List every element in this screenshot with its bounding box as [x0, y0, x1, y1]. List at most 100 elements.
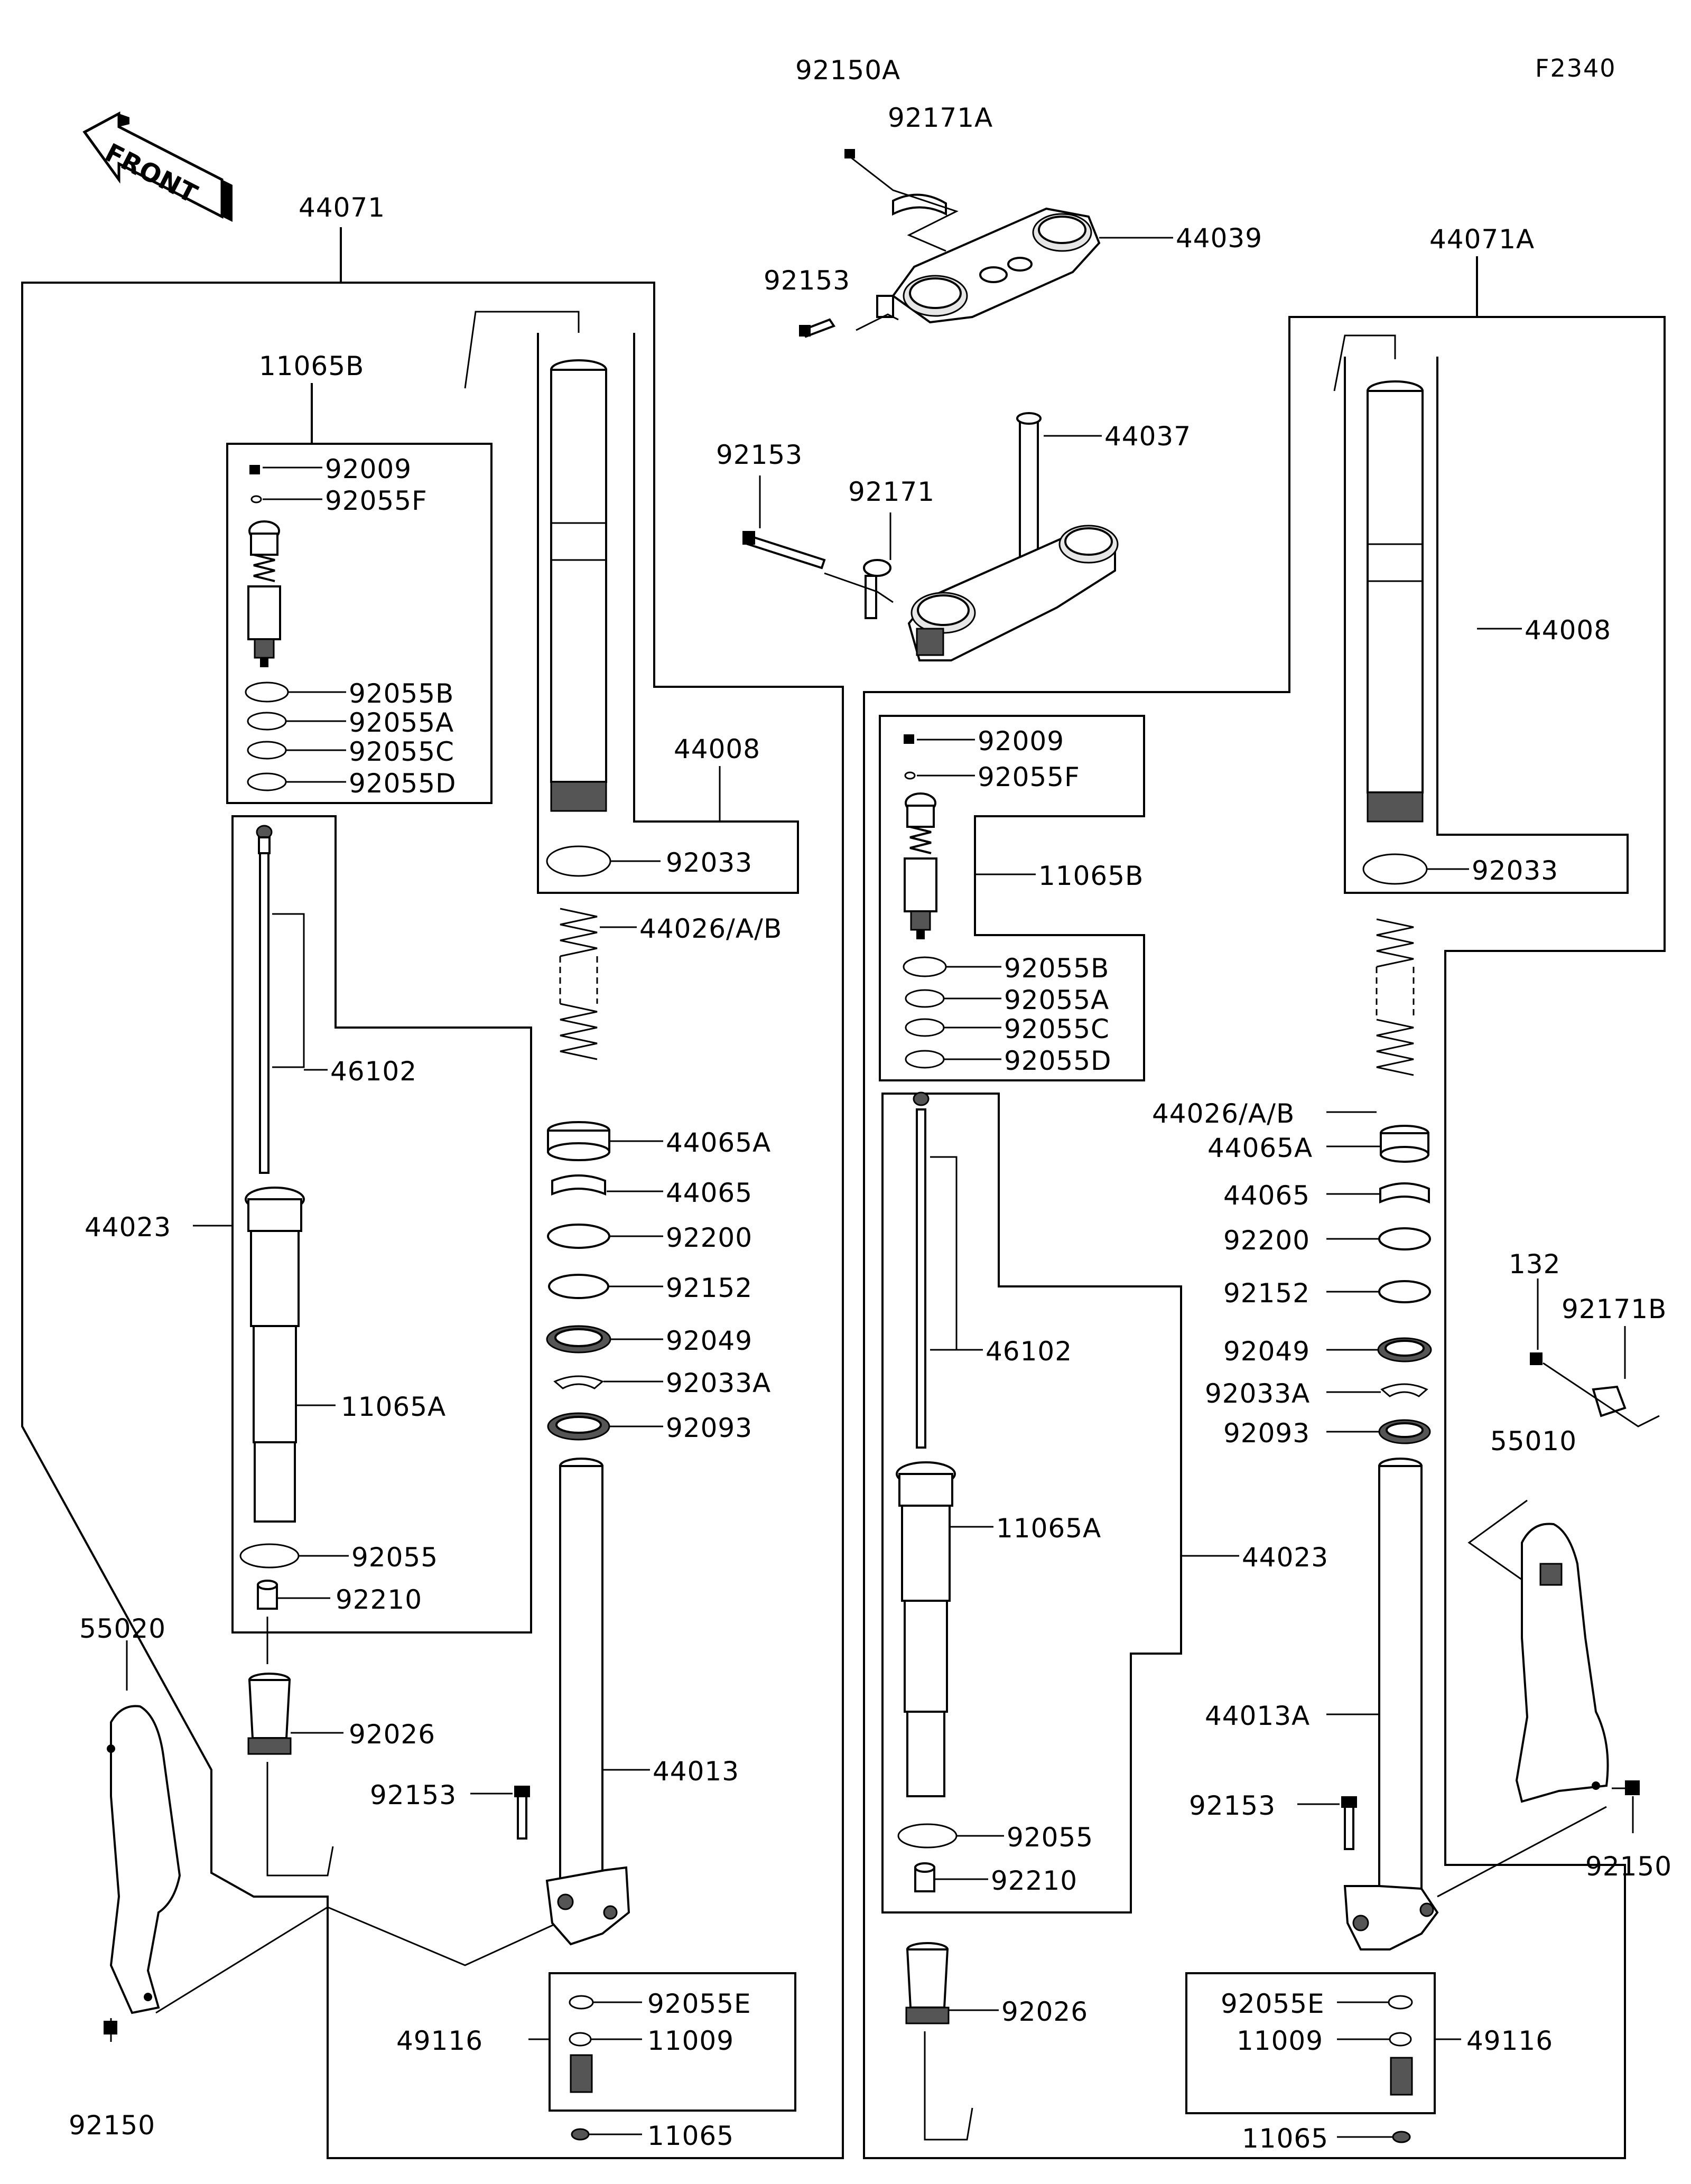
- label-44023-left: 44023: [85, 1212, 171, 1243]
- label-44037: 44037: [1104, 421, 1191, 452]
- label-11065B-left: 11065B: [259, 351, 364, 381]
- cartridge-box-11065B-left: [226, 443, 493, 804]
- label-92055D-right: 92055D: [1004, 1046, 1112, 1076]
- bushing-44065A-left: [547, 1121, 610, 1161]
- label-92055B-left: 92055B: [349, 678, 454, 709]
- label-44026-right: 44026/A/B: [1152, 1098, 1295, 1129]
- bolt-92026-left: [247, 1673, 292, 1755]
- label-46102-right: 46102: [986, 1336, 1072, 1367]
- label-92049-right: 92049: [1223, 1336, 1310, 1367]
- label-92049-left: 92049: [666, 1326, 752, 1356]
- spring-44026-right: [1376, 918, 1415, 1076]
- fork-guard-55010-right: [1515, 1523, 1609, 1803]
- label-92033-left: 92033: [666, 847, 752, 878]
- inner-tube-44013-left: [545, 1458, 630, 1946]
- base-valve-box-right: [1185, 1972, 1436, 2114]
- oring-92055-right: [897, 1823, 958, 1849]
- bolt-92026-right: [905, 1942, 950, 2024]
- label-11009-left: 11009: [647, 2026, 734, 2056]
- stem-44037: [907, 412, 1119, 661]
- label-44065A-left: 44065A: [666, 1127, 771, 1158]
- label-92171B: 92171B: [1562, 1294, 1667, 1324]
- label-92033-right: 92033: [1472, 855, 1558, 886]
- bolt-92153-mid: [742, 531, 826, 570]
- oring-92055-left: [239, 1543, 300, 1569]
- clamp-92171B: [1592, 1385, 1627, 1417]
- label-92033A-left: 92033A: [666, 1368, 771, 1398]
- cartridge-44023-right: [896, 1461, 956, 1797]
- label-92033A-right: 92033A: [1205, 1378, 1310, 1409]
- assembly-44071-outline: [21, 282, 844, 2159]
- label-92026-right: 92026: [1001, 1996, 1088, 2027]
- bolt-92150-left: [104, 2021, 117, 2034]
- bolt-92150A: [844, 149, 855, 158]
- label-92200-left: 92200: [666, 1222, 752, 1253]
- label-11065A-left: 11065A: [341, 1392, 446, 1422]
- label-92055A-left: 92055A: [349, 707, 454, 738]
- circlip-92033A-right: [1380, 1383, 1428, 1397]
- bolt-92150-right: [1625, 1780, 1640, 1795]
- label-92153-right: 92153: [1189, 1790, 1276, 1821]
- label-44071: 44071: [299, 192, 385, 223]
- label-44008-right: 44008: [1525, 615, 1611, 646]
- label-44065A-right: 44065A: [1207, 1133, 1313, 1163]
- label-11065-right: 11065: [1242, 2123, 1328, 2154]
- label-92055F-left: 92055F: [325, 486, 428, 516]
- label-92153-mid: 92153: [716, 440, 803, 470]
- label-92055-left: 92055: [351, 1542, 438, 1573]
- damper-box-left: [231, 815, 532, 1634]
- label-92150-right: 92150: [1585, 1851, 1672, 1882]
- label-11065A-right: 11065A: [996, 1513, 1101, 1544]
- label-44008-left: 44008: [674, 734, 760, 764]
- washer-92200-right: [1378, 1227, 1431, 1250]
- label-92153-top: 92153: [764, 265, 850, 296]
- label-92026-left: 92026: [349, 1719, 435, 1750]
- diagram-code: F2340: [1535, 54, 1616, 82]
- label-49116-left: 49116: [396, 2026, 483, 2056]
- label-92055A-right: 92055A: [1004, 985, 1109, 1015]
- damper-rod-46102-right: [913, 1091, 930, 1449]
- nut-92210-left: [257, 1580, 278, 1610]
- circlip-92033A-left: [553, 1375, 604, 1389]
- label-92093-right: 92093: [1223, 1418, 1310, 1449]
- label-44065-right: 44065: [1223, 1180, 1310, 1211]
- bolt-92153-left: [514, 1786, 530, 1840]
- base-valve-box-left: [549, 1972, 796, 2112]
- label-92055E-left: 92055E: [647, 1989, 751, 2019]
- bolt-132: [1530, 1352, 1543, 1365]
- label-92200-right: 92200: [1223, 1225, 1310, 1256]
- label-92055E-right: 92055E: [1221, 1989, 1325, 2019]
- label-44013A: 44013A: [1205, 1701, 1310, 1731]
- label-132: 132: [1509, 1249, 1560, 1280]
- label-44071A: 44071A: [1429, 224, 1535, 255]
- label-44023-right: 44023: [1242, 1542, 1328, 1573]
- label-44013: 44013: [653, 1756, 739, 1787]
- label-44065-left: 44065: [666, 1178, 752, 1208]
- label-92055C-left: 92055C: [349, 736, 454, 767]
- washer-92152-left: [548, 1274, 609, 1299]
- fork-guard-55010-connector: [1467, 1499, 1528, 1581]
- bushing-44065-left: [551, 1174, 606, 1196]
- outer-tube-44008-right: [1367, 380, 1424, 823]
- label-92150-left: 92150: [69, 2110, 155, 2141]
- label-92150A: 92150A: [795, 55, 900, 86]
- outer-tube-box-left: [537, 333, 799, 894]
- label-92171A: 92171A: [888, 102, 993, 133]
- label-44026-left: 44026/A/B: [639, 913, 782, 944]
- label-11065B-right: 11065B: [1038, 861, 1144, 891]
- label-46102-left: 46102: [330, 1056, 417, 1087]
- label-11065-left: 11065: [647, 2121, 734, 2151]
- front-direction-arrow: FRONT: [82, 111, 233, 222]
- label-92171: 92171: [848, 477, 935, 507]
- washer-92200-left: [547, 1224, 610, 1249]
- bolt-92153-top: [799, 318, 836, 338]
- oring-92033-right: [1362, 853, 1428, 885]
- damper-box-right: [881, 1093, 1182, 1914]
- nut-92210-right: [914, 1862, 935, 1892]
- base-valve-49116-left: [570, 2054, 593, 2093]
- label-11009-right: 11009: [1237, 2026, 1323, 2056]
- label-92210-left: 92210: [336, 1584, 422, 1615]
- bushing-44065-right: [1379, 1182, 1430, 1204]
- assembly-44071A-outline: [863, 316, 1666, 2159]
- label-92093-left: 92093: [666, 1413, 752, 1443]
